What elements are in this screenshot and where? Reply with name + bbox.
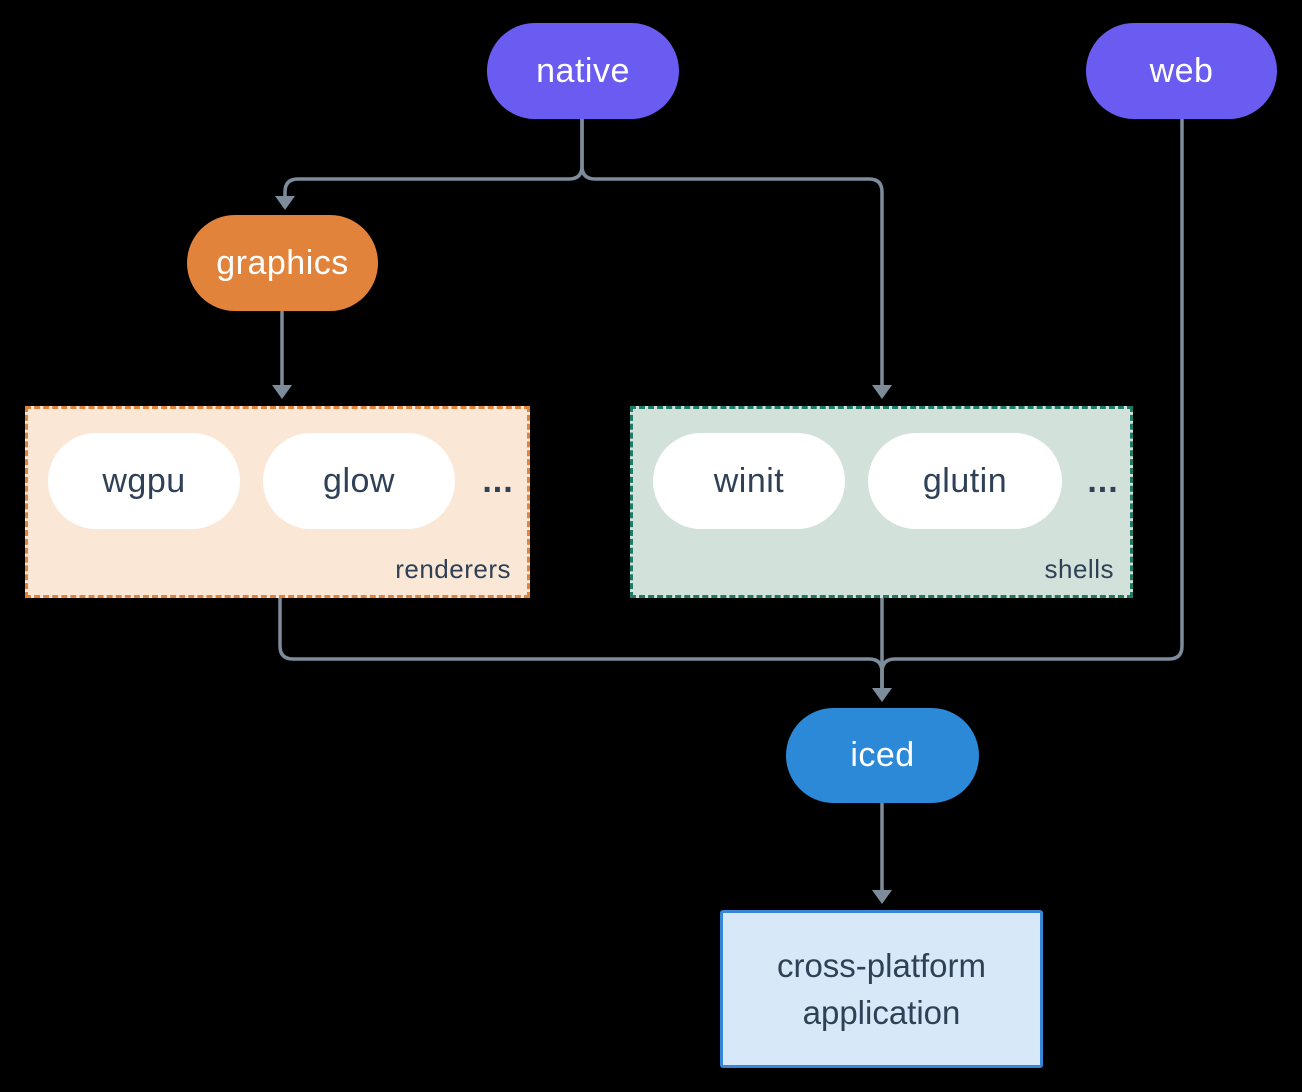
edge-web-iced xyxy=(880,119,1184,689)
shells-group-label: shells xyxy=(1044,554,1114,584)
arrowhead-into-iced xyxy=(872,688,892,702)
node-application-label: cross-platform application xyxy=(776,947,987,1031)
node-web-label: web xyxy=(1149,51,1214,90)
node-wgpu-label: wgpu xyxy=(102,461,186,500)
renderers-group-label: renderers xyxy=(395,554,511,584)
node-iced-label: iced xyxy=(850,736,915,774)
edge-renderers-iced xyxy=(278,598,884,689)
node-glow-label: glow xyxy=(323,461,395,500)
node-glutin-label: glutin xyxy=(922,461,1008,500)
arrowhead-native-shells xyxy=(872,385,892,399)
renderers-ellipsis: ... xyxy=(482,461,514,500)
node-native-label: native xyxy=(536,51,630,90)
edge-native-shells xyxy=(580,119,884,386)
node-glow: glow xyxy=(263,433,455,529)
node-native: native xyxy=(487,23,679,119)
group-renderers: wgpu glow ... renderers xyxy=(25,406,530,598)
shells-ellipsis: ... xyxy=(1087,461,1119,500)
arrowhead-native-graphics xyxy=(275,196,295,210)
node-winit-label: winit xyxy=(713,461,785,500)
node-graphics: graphics xyxy=(187,215,378,311)
node-cross-platform-application: cross-platform application xyxy=(720,910,1043,1068)
arrowhead-graphics-renderers xyxy=(272,385,292,399)
group-shells: winit glutin ... shells xyxy=(630,406,1133,598)
arrowhead-iced-application xyxy=(872,890,892,904)
edge-native-graphics xyxy=(283,119,584,197)
node-web: web xyxy=(1086,23,1277,119)
node-winit: winit xyxy=(653,433,845,529)
node-wgpu: wgpu xyxy=(48,433,240,529)
node-glutin: glutin xyxy=(868,433,1062,529)
node-graphics-label: graphics xyxy=(216,243,349,282)
node-iced: iced xyxy=(786,708,979,803)
